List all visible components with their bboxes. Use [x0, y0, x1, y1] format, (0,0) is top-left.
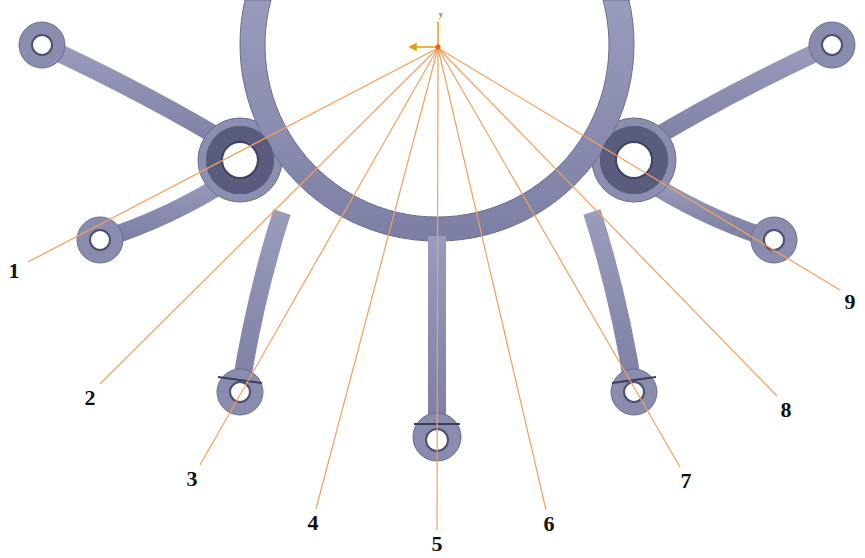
- callout-number: 9: [845, 291, 856, 313]
- callout-number: 1: [9, 260, 20, 282]
- eyelet: [19, 22, 65, 68]
- axis-label: y: [439, 10, 444, 19]
- callout-number: 8: [781, 399, 792, 421]
- leader-lines: [28, 48, 840, 530]
- bracket-half: [19, 22, 282, 415]
- callout-number: 6: [544, 513, 555, 535]
- boss: [206, 126, 668, 194]
- callout-number: 4: [308, 512, 319, 534]
- callout-number: 7: [681, 470, 692, 492]
- callout-number: 3: [187, 468, 198, 490]
- callout-number: 5: [432, 533, 443, 555]
- callout-number: 2: [85, 387, 96, 409]
- eyelet: [217, 369, 263, 415]
- axis-marker: [410, 22, 441, 50]
